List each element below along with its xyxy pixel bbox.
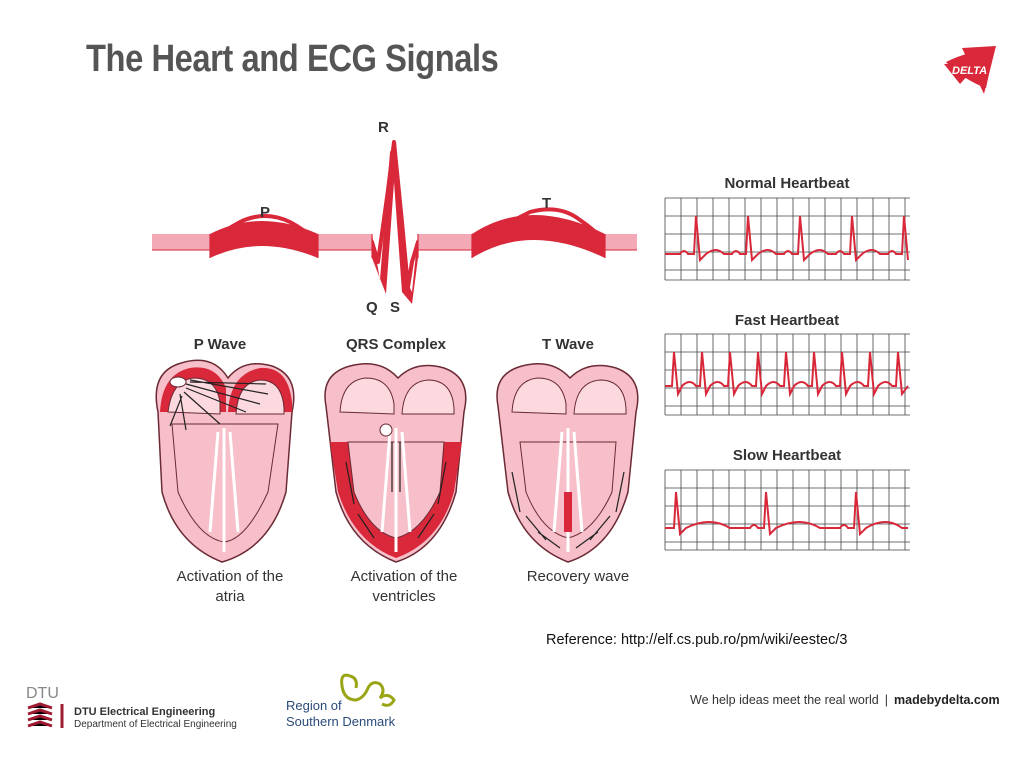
tagline: We help ideas meet the real world | madeby… bbox=[690, 693, 1000, 707]
label-p: P bbox=[260, 204, 270, 221]
label-t: T bbox=[542, 195, 551, 212]
phase-caption-atria-1: Activation of the bbox=[177, 568, 284, 585]
phase-heading-qrs: QRS Complex bbox=[346, 336, 447, 353]
slide-title: The Heart and ECG Signals bbox=[86, 38, 499, 80]
label-q: Q bbox=[366, 299, 378, 316]
region-line1: Region of bbox=[286, 698, 342, 713]
rhythm-strip-normal: Normal Heartbeat bbox=[664, 175, 910, 281]
label-s: S bbox=[390, 299, 400, 316]
ecg-trace bbox=[152, 140, 637, 304]
dtu-logo: DTU DTU Electrical Engineering Departmen… bbox=[26, 685, 237, 730]
heart-recovery bbox=[496, 363, 639, 563]
phase-caption-ventricles-1: Activation of the bbox=[351, 568, 458, 585]
reference-text: Reference: http://elf.cs.pub.ro/pm/wiki/… bbox=[546, 632, 848, 648]
label-r: R bbox=[378, 119, 389, 136]
region-southern-denmark-logo: Region of Southern Denmark bbox=[286, 673, 396, 729]
rhythm-strip-fast: Fast Heartbeat bbox=[664, 312, 910, 416]
phase-caption-ventricles-2: ventricles bbox=[372, 588, 435, 605]
heart-ventricle-activation bbox=[324, 363, 467, 563]
phase-caption-recovery: Recovery wave bbox=[527, 568, 630, 585]
delta-logo: DELTA bbox=[944, 46, 996, 94]
strip-heading-normal: Normal Heartbeat bbox=[724, 175, 849, 192]
tagline-text: We help ideas meet the real world bbox=[690, 693, 879, 707]
phase-heading-p-wave: P Wave bbox=[194, 336, 247, 353]
strip-heading-fast: Fast Heartbeat bbox=[735, 312, 839, 329]
dtu-logo-text: DTU bbox=[26, 685, 59, 702]
phase-heading-t-wave: T Wave bbox=[542, 336, 594, 353]
delta-site-link[interactable]: madebydelta.com bbox=[894, 693, 1000, 707]
strip-heading-slow: Slow Heartbeat bbox=[733, 447, 841, 464]
tagline-separator: | bbox=[884, 693, 889, 707]
phase-caption-atria-2: atria bbox=[215, 588, 245, 605]
delta-logo-text: DELTA bbox=[952, 65, 987, 77]
rhythm-strip-slow: Slow Heartbeat bbox=[664, 447, 910, 551]
region-line2: Southern Denmark bbox=[286, 714, 396, 729]
heart-atria-activation bbox=[155, 359, 295, 563]
ecg-heart-figure: P R T Q S P Wave QRS Complex T Wave Acti… bbox=[152, 119, 910, 605]
dtu-subtitle: Department of Electrical Engineering bbox=[74, 719, 237, 730]
dtu-title: DTU Electrical Engineering bbox=[74, 706, 215, 718]
